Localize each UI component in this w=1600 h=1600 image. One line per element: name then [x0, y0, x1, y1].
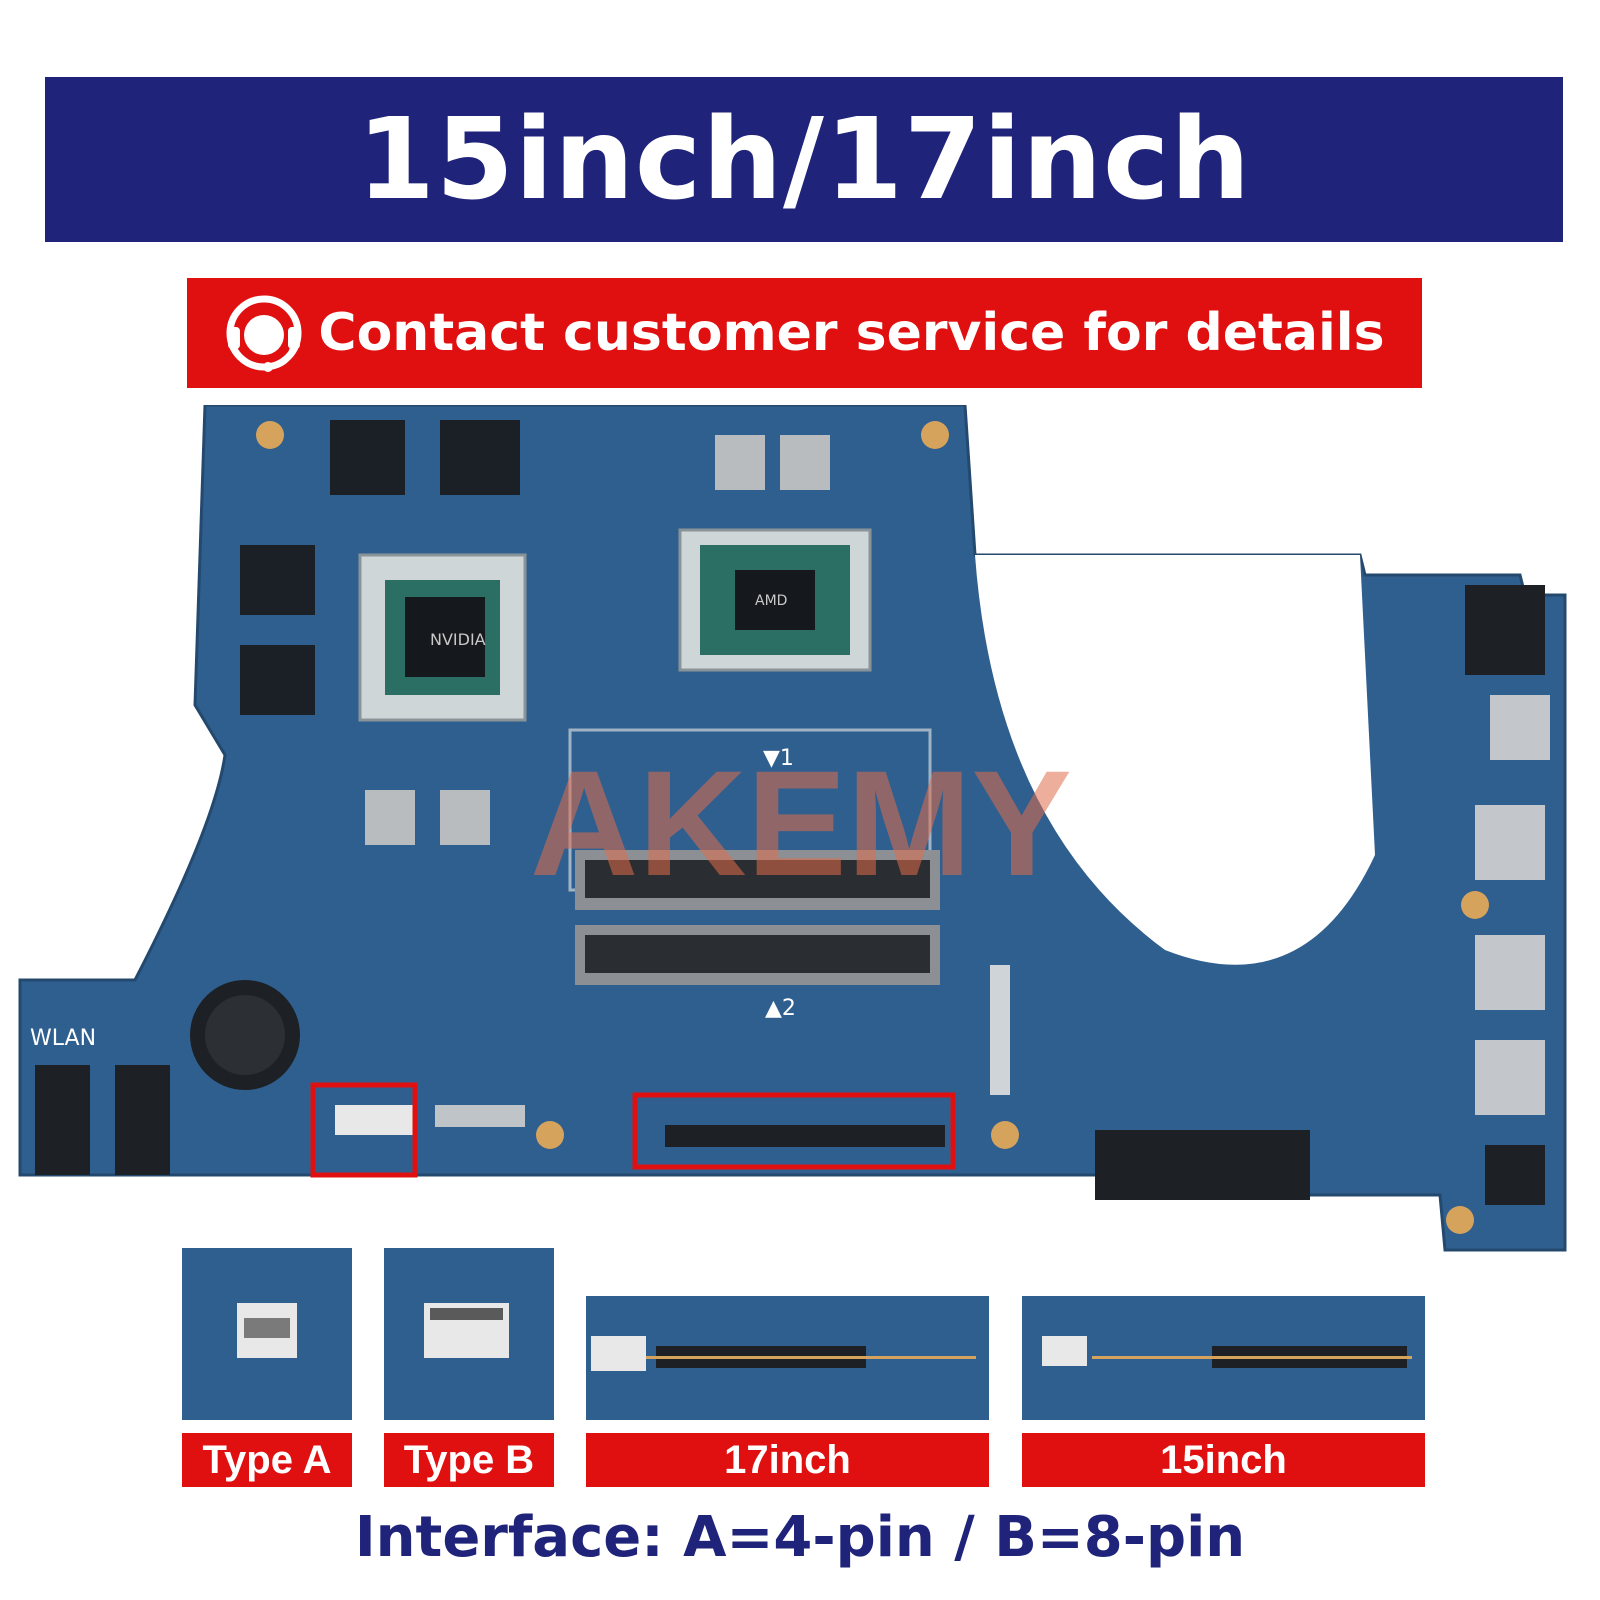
headset-icon	[226, 295, 302, 372]
label-17inch: 17inch	[586, 1433, 989, 1487]
label-15inch: 15inch	[1022, 1433, 1425, 1487]
thumbnail-17inch	[586, 1296, 989, 1420]
thumbnail-15inch	[1022, 1296, 1425, 1420]
motherboard-photo: NVIDIA AMD ▼1 ▲2 WLAN AKEMY	[18, 405, 1567, 1252]
watermark-logo: AKEMY	[530, 739, 1072, 907]
title-text: 15inch/17inch	[356, 94, 1252, 225]
gpu-chip-label: NVIDIA	[430, 630, 486, 649]
thumbnail-type-b	[384, 1248, 554, 1420]
contact-banner: Contact customer service for details	[187, 278, 1422, 388]
ram-slot-1-marker: ▼1	[763, 746, 794, 771]
ram-slot-2-marker: ▲2	[765, 996, 796, 1021]
wlan-silkscreen: WLAN	[30, 1026, 96, 1051]
label-type-a: Type A	[182, 1433, 352, 1487]
cpu-chip-label: AMD	[755, 593, 787, 609]
thumbnail-type-a	[182, 1248, 352, 1420]
label-type-b: Type B	[384, 1433, 554, 1487]
title-banner: 15inch/17inch	[45, 77, 1563, 242]
contact-text: Contact customer service for details	[318, 303, 1385, 363]
interface-note: Interface: A=4-pin / B=8-pin	[354, 1505, 1246, 1570]
